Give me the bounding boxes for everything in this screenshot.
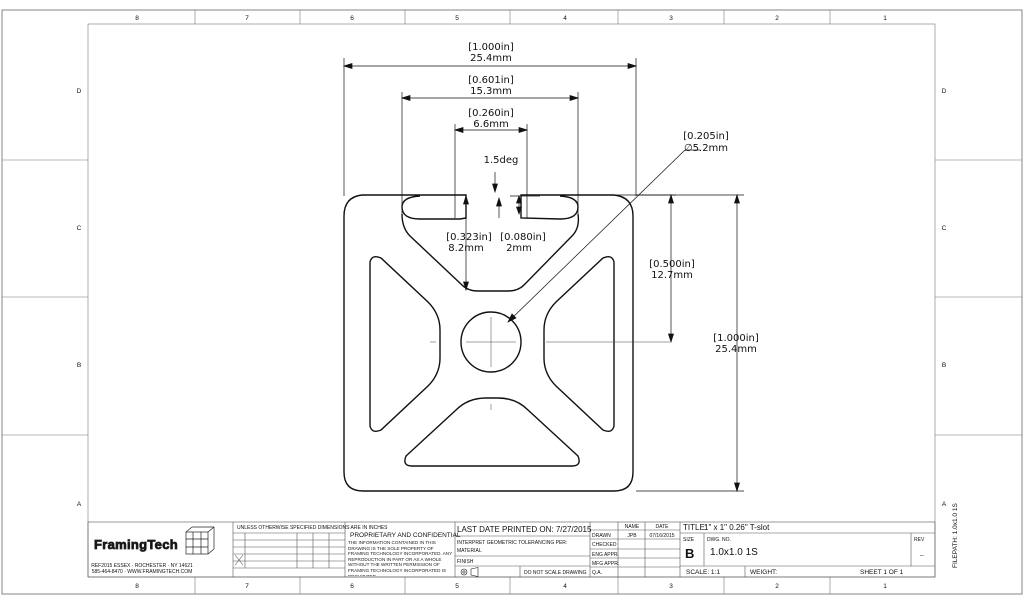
- zone-bottom-4: 4: [563, 583, 567, 590]
- dim-slot-depth-mm: 8.2mm: [448, 243, 483, 254]
- rev-value: –: [920, 552, 924, 559]
- dim-angle: 1.5deg: [484, 155, 519, 166]
- tolerance-header: UNLESS OTHERWISE SPECIFIED DIMENSIONS AR…: [237, 525, 388, 531]
- company-logo: FramingTech REF2015 ESSEX · ROCHESTER · …: [91, 526, 215, 575]
- dim-lip-mm: 2mm: [506, 243, 532, 254]
- row-drawn-name: JPB: [627, 533, 637, 539]
- rev-label: REV: [914, 537, 925, 543]
- zone-top-7: 7: [245, 15, 249, 22]
- centerlines: [430, 317, 670, 410]
- dim-slot-opening-in: [0.260in]: [468, 108, 514, 119]
- zone-bottom-5: 5: [455, 583, 459, 590]
- scale-label: SCALE: 1:1: [686, 569, 720, 576]
- dim-slot-depth-in: [0.323in]: [446, 232, 492, 243]
- outer-border: [1, 9, 1023, 595]
- inner-border: [87, 23, 936, 578]
- size-value: B: [685, 546, 694, 561]
- dim-center-mm: 12.7mm: [651, 270, 693, 281]
- zone-bottom-8: 8: [135, 583, 139, 590]
- name-header: NAME: [625, 524, 640, 530]
- proprietary-text-box: THE INFORMATION CONTAINED IN THIS DRAWIN…: [348, 540, 453, 576]
- dim-lip-in: [0.080in]: [500, 232, 546, 243]
- zone-top-2: 2: [775, 15, 779, 22]
- zone-bottom-1: 1: [883, 583, 887, 590]
- dim-overall-height-mm: 25.4mm: [715, 344, 757, 355]
- zone-top-6: 6: [350, 15, 354, 22]
- zone-ticks: [2, 10, 1022, 594]
- zone-right-d: D: [942, 88, 947, 95]
- zone-top-4: 4: [563, 15, 567, 22]
- no-scale-note: DO NOT SCALE DRAWING: [524, 570, 587, 576]
- dim-slot-width-mm: 15.3mm: [470, 86, 512, 97]
- title-value: 1" x 1" 0.26" T-slot: [704, 523, 770, 532]
- zone-left-a: A: [77, 501, 82, 508]
- logo-cube-icon: [185, 526, 215, 555]
- row-eng-label: ENG APPR.: [592, 552, 619, 558]
- logo-text: FramingTech: [94, 537, 178, 552]
- row-mfg-label: MFG APPR.: [592, 561, 619, 567]
- slot-cavity: [401, 213, 580, 292]
- zone-bottom-3: 3: [669, 583, 673, 590]
- zone-top-1: 1: [883, 15, 887, 22]
- zone-top-3: 3: [669, 15, 673, 22]
- zone-left-b: B: [77, 362, 81, 369]
- material-label: MATERIAL: [457, 548, 482, 554]
- zone-right-b: B: [942, 362, 946, 369]
- dim-slot-opening-mm: 6.6mm: [473, 119, 508, 130]
- projection-icon: [460, 567, 479, 577]
- logo-address: REF2015 ESSEX · ROCHESTER · NY 14621: [91, 563, 193, 569]
- finish-label: FINISH: [457, 559, 474, 565]
- center-bore: [460, 311, 522, 373]
- dwg-no-label: DWG. NO.: [707, 537, 731, 543]
- size-label: SIZE: [683, 537, 695, 543]
- weight-label: WEIGHT:: [750, 569, 777, 576]
- title-label: TITLE:: [683, 523, 707, 532]
- row-qa-label: Q.A.: [592, 570, 602, 576]
- dwg-no-value: 1.0x1.0 1S: [710, 547, 758, 558]
- dim-overall-height-in: [1.000in]: [713, 333, 759, 344]
- left-pocket: [369, 255, 441, 433]
- proprietary-text: THE INFORMATION CONTAINED IN THIS DRAWIN…: [348, 540, 453, 576]
- zone-bottom-7: 7: [245, 583, 249, 590]
- dim-overall-width-in: [1.000in]: [468, 42, 514, 53]
- dim-overall-width-mm: 25.4mm: [470, 53, 512, 64]
- last-printed: LAST DATE PRINTED ON: 7/27/2015: [457, 525, 592, 534]
- dimension-lines: [342, 58, 744, 493]
- zone-top-5: 5: [455, 15, 459, 22]
- row-checked-label: CHECKED: [592, 542, 617, 548]
- zone-bottom-2: 2: [775, 583, 779, 590]
- zone-left-d: D: [77, 88, 82, 95]
- right-pocket: [543, 255, 615, 433]
- logo-contact: 585-464-8470 · WWW.FRAMINGTECH.COM: [92, 569, 193, 575]
- date-header: DATE: [656, 524, 670, 530]
- bottom-pocket: [404, 397, 580, 467]
- row-drawn-date: 07/16/2015: [649, 533, 674, 539]
- row-drawn-label: DRAWN: [592, 533, 611, 539]
- zone-right-a: A: [942, 501, 947, 508]
- side-filepath-label: FILEPATH: 1.0x1.0 1S: [952, 503, 959, 568]
- zone-bottom-6: 6: [350, 583, 354, 590]
- title-block: [87, 521, 936, 578]
- dim-center-in: [0.500in]: [649, 259, 695, 270]
- dim-bore-mm: ∅5.2mm: [684, 143, 728, 154]
- proprietary-title: PROPRIETARY AND CONFIDENTIAL: [350, 532, 461, 539]
- sheet-label: SHEET 1 OF 1: [860, 569, 904, 576]
- zone-right-c: C: [942, 225, 947, 232]
- zone-left-c: C: [77, 225, 82, 232]
- interpret-label: INTERPRET GEOMETRIC TOLERANCING PER:: [457, 540, 567, 546]
- dim-slot-width-in: [0.601in]: [468, 75, 514, 86]
- zone-top-8: 8: [135, 15, 139, 22]
- dim-bore-in: [0.205in]: [683, 131, 729, 142]
